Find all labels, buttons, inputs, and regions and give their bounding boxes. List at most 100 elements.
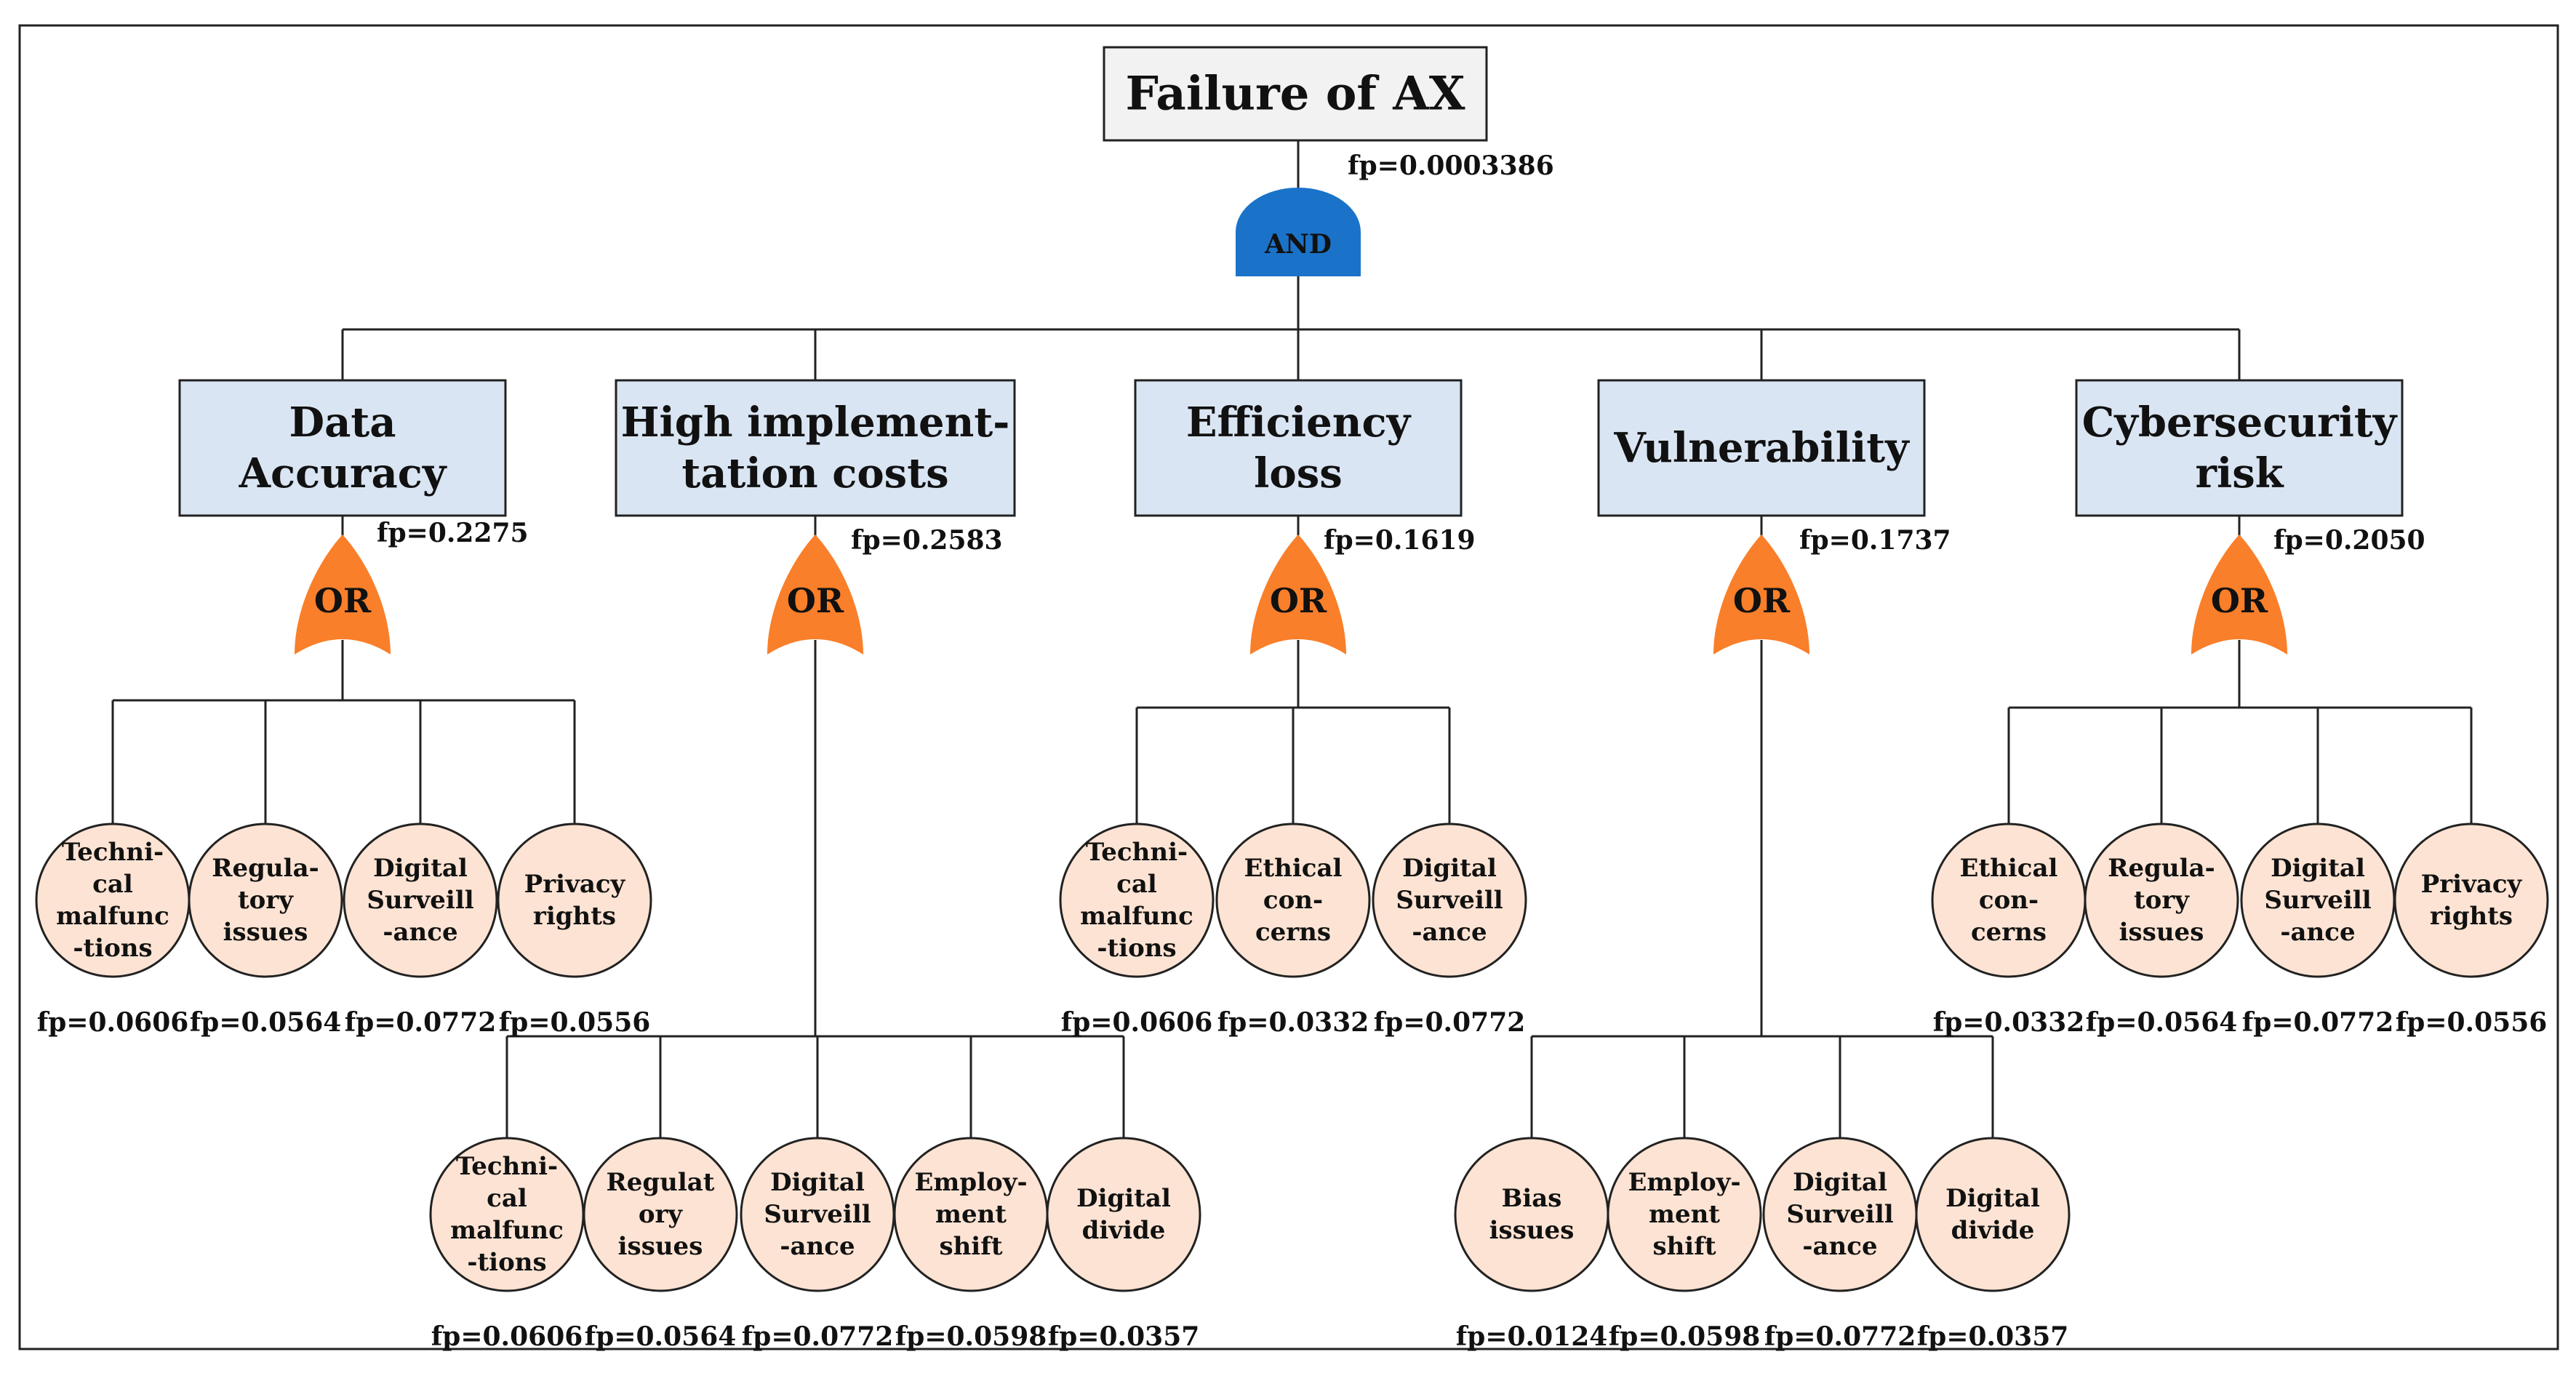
- or-gate-label: OR: [787, 581, 844, 620]
- basic-event-label: divide: [1951, 1216, 2035, 1245]
- basic-event-label: -ance: [383, 918, 457, 947]
- basic-event-probability: fp=0.0772: [2242, 1007, 2394, 1038]
- or-gate-cybersecurity-risk: [2191, 535, 2287, 655]
- basic-event-circle: [188, 822, 343, 978]
- basic-event-probability: fp=0.0124: [1456, 1321, 1608, 1352]
- basic-event-probability: fp=0.0606: [1061, 1007, 1213, 1038]
- basic-event-label: Regulat: [606, 1168, 714, 1197]
- basic-event-probability: fp=0.0332: [1933, 1007, 2085, 1038]
- basic-event-label: Employ-: [914, 1168, 1027, 1197]
- basic-event-label: Digital: [770, 1168, 865, 1197]
- or-gate-data-accuracy: [295, 535, 391, 655]
- basic-event-label: Regula-: [2108, 854, 2215, 883]
- category-box-efficiency-loss: [1134, 379, 1463, 517]
- category-box-cybersecurity-risk: [2075, 379, 2404, 517]
- basic-event-label: issues: [1489, 1216, 1575, 1245]
- or-gate-efficiency-loss: [1250, 535, 1346, 655]
- basic-event-label: Surveill: [2264, 886, 2371, 915]
- basic-event-circle: [583, 1137, 738, 1292]
- basic-event-probability: fp=0.0772: [345, 1007, 497, 1038]
- category-box-vulnerability: [1597, 379, 1926, 517]
- or-gate-label: OR: [2211, 581, 2268, 620]
- basic-event-label: cal: [487, 1184, 527, 1213]
- basic-event-label: shift: [939, 1232, 1002, 1261]
- basic-event-circle: [1059, 822, 1215, 978]
- or-gate-high-implementation-costs: [767, 535, 863, 655]
- basic-event-probability: fp=0.0357: [1917, 1321, 2069, 1352]
- category-probability-cybersecurity-risk: fp=0.2050: [2273, 525, 2425, 556]
- basic-event-label: cal: [92, 870, 133, 899]
- basic-event-circle: [1915, 1137, 2071, 1292]
- connector-lines: [111, 140, 2473, 1138]
- category-label-data-accuracy: Accuracy: [239, 449, 447, 497]
- category-label-efficiency-loss: loss: [1254, 449, 1343, 497]
- basic-event-probability: fp=0.0772: [1764, 1321, 1916, 1352]
- basic-event-probability: fp=0.0564: [190, 1007, 342, 1038]
- basic-event-circle: [2084, 822, 2239, 978]
- basic-event-label: -ance: [1412, 918, 1487, 947]
- basic-event-label: Digital: [1076, 1184, 1171, 1213]
- basic-event-label: Surveill: [764, 1200, 871, 1229]
- basic-event-probability: fp=0.0556: [499, 1007, 651, 1038]
- basic-event-label: malfunc: [450, 1216, 564, 1245]
- basic-event-label: Digital: [1402, 854, 1497, 883]
- category-label-high-implementation-costs: High implement-: [621, 399, 1010, 447]
- basic-event-circle: [2393, 822, 2549, 978]
- basic-event-probability: fp=0.0332: [1217, 1007, 1369, 1038]
- basic-event-label: cal: [1116, 870, 1157, 899]
- basic-event-label: -tions: [467, 1248, 546, 1277]
- basic-event-label: issues: [223, 918, 308, 947]
- category-box-data-accuracy: [178, 379, 507, 517]
- basic-event-label: ment: [935, 1200, 1007, 1229]
- category-label-data-accuracy: Data: [289, 399, 396, 447]
- basic-event-label: -tions: [73, 934, 152, 963]
- basic-event-label: Digital: [373, 854, 468, 883]
- basic-event-label: -tions: [1097, 934, 1176, 963]
- basic-event-label: Techni-: [1086, 838, 1188, 867]
- basic-event-circle: [497, 822, 652, 978]
- category-label-efficiency-loss: Efficiency: [1186, 399, 1412, 447]
- basic-event-circle: [1372, 822, 1527, 978]
- basic-event-label: cerns: [1255, 918, 1331, 947]
- basic-event-label: tory: [2134, 886, 2190, 915]
- basic-event-label: issues: [618, 1232, 703, 1261]
- basic-event-label: Digital: [1793, 1168, 1887, 1197]
- basic-event-label: Surveill: [367, 886, 473, 915]
- top-event-probability: fp=0.0003386: [1348, 151, 1554, 181]
- basic-event-probability: fp=0.0564: [585, 1321, 737, 1352]
- basic-event-label: Ethical: [1244, 854, 1343, 883]
- basic-event-label: shift: [1652, 1232, 1716, 1261]
- basic-event-label: divide: [1082, 1216, 1166, 1245]
- category-box-high-implementation-costs: [615, 379, 1016, 517]
- basic-event-label: -ance: [780, 1232, 855, 1261]
- category-probability-vulnerability: fp=0.1737: [1799, 525, 1951, 556]
- basic-event-label: Bias: [1502, 1184, 1562, 1213]
- basic-event-label: ment: [1649, 1200, 1720, 1229]
- or-gate-vulnerability: [1713, 535, 1809, 655]
- basic-event-label: -ance: [1802, 1232, 1877, 1261]
- basic-event-label: rights: [2430, 902, 2513, 931]
- basic-event-probability: fp=0.0772: [1374, 1007, 1526, 1038]
- basic-event-label: Ethical: [1960, 854, 2058, 883]
- basic-event-label: Surveill: [1786, 1200, 1893, 1229]
- basic-event-probability: fp=0.0772: [742, 1321, 894, 1352]
- top-event-label: Failure of AX: [1125, 67, 1465, 121]
- basic-event-probability: fp=0.0598: [1609, 1321, 1761, 1352]
- basic-event-label: Privacy: [2421, 870, 2523, 899]
- basic-event-circle: [1215, 822, 1371, 978]
- top-event-box: [1103, 46, 1488, 142]
- basic-event-circle: [1046, 1137, 1201, 1292]
- basic-event-label: Digital: [2271, 854, 2365, 883]
- basic-event-label: tory: [238, 886, 294, 915]
- basic-event-probability: fp=0.0564: [2086, 1007, 2238, 1038]
- basic-event-probability: fp=0.0606: [431, 1321, 583, 1352]
- category-label-vulnerability: Vulnerability: [1613, 424, 1910, 472]
- basic-event-label: Regula-: [212, 854, 319, 883]
- and-gate-label: AND: [1264, 229, 1332, 260]
- basic-event-label: con-: [1979, 886, 2039, 915]
- and-gate: [1236, 188, 1361, 276]
- category-probability-high-implementation-costs: fp=0.2583: [851, 525, 1003, 556]
- basic-event-label: rights: [533, 902, 616, 931]
- basic-event-circle: [1454, 1137, 1609, 1292]
